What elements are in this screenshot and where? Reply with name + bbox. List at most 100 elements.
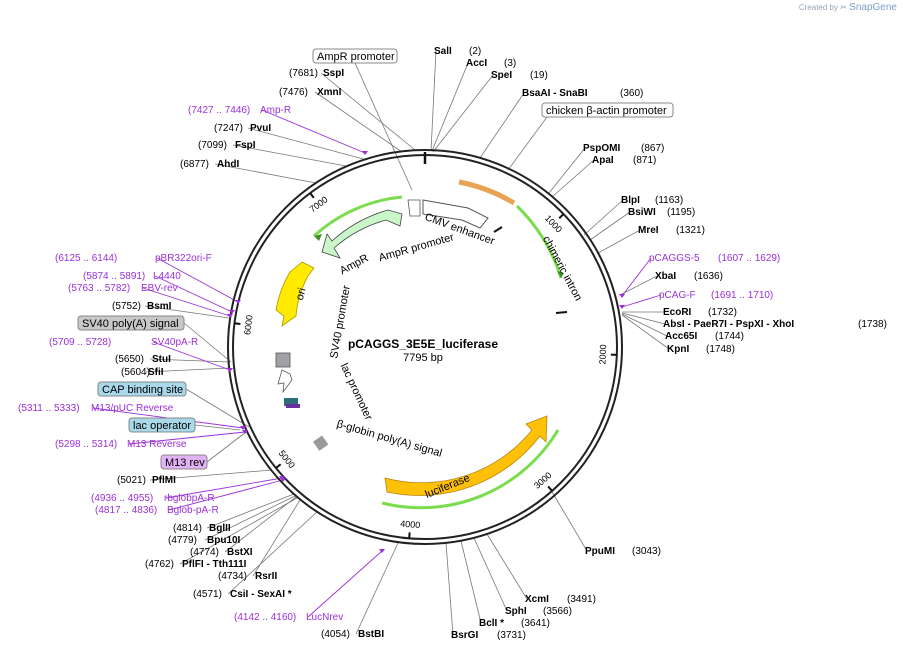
leader-line — [550, 489, 588, 552]
site-acci-position: (3) — [504, 58, 516, 69]
leader-line — [460, 540, 482, 624]
site-ppumi-position: (3043) — [632, 546, 661, 557]
site-fspi-position: (7099) — [198, 140, 227, 151]
primer-pcaggs5-name: pCAGGS-5 — [649, 253, 700, 264]
created-by-text: Created by — [798, 3, 838, 12]
site-fspi-name: FspI — [235, 140, 256, 151]
leader-line — [314, 91, 403, 153]
site-xbai-name: XbaI — [655, 271, 676, 282]
site-bsrgi-position: (3731) — [497, 630, 526, 641]
leader-line — [206, 493, 295, 529]
leader-line — [473, 537, 508, 612]
chimeric-intron-label: chimeric intron — [540, 234, 584, 303]
leader-line — [507, 116, 548, 171]
site-sspi-name: SspI — [323, 68, 344, 79]
site-bstbi-position: (4054) — [321, 629, 350, 640]
sv40-polya-box-label: SV40 poly(A) signal — [82, 318, 179, 330]
site-bpu10i-position: (4779) — [168, 535, 197, 546]
primer-ampr-range: (7427 .. 7446) — [188, 105, 250, 116]
site-ecori-position: (1732) — [708, 307, 737, 318]
ampr-promoter-box-label: AmpR promoter — [317, 51, 395, 63]
leader-line — [486, 533, 528, 600]
ori-label: ori — [294, 287, 309, 302]
leader-line — [589, 211, 631, 241]
site-bsiwi-name: BsiWI — [628, 207, 656, 218]
leader-lines — [92, 50, 670, 636]
ampr-promoter-label: AmpR promoter — [377, 231, 455, 264]
leader-line — [144, 305, 230, 319]
site-sspi-position: (7681) — [289, 68, 318, 79]
leader-line — [479, 92, 525, 159]
site-pvui-position: (7247) — [214, 123, 243, 134]
primer-arrow-icon — [242, 430, 248, 434]
primer-lucnrev-range: (4142 .. 4160) — [234, 612, 296, 623]
primer-arrow-icon — [619, 305, 625, 309]
primer-leader-line — [621, 257, 652, 297]
site-acc65i-position: (1744) — [715, 331, 744, 342]
site-bstxi-name: BstXI — [227, 547, 253, 558]
tick-mark — [547, 485, 553, 492]
site-rsrii-position: (4734) — [218, 571, 247, 582]
lac-operator-box — [286, 404, 300, 408]
site-pvui-name: PvuI — [250, 123, 271, 134]
site-absi-position: (1738) — [858, 319, 887, 330]
site-bcli-position: (3641) — [521, 618, 550, 629]
primer-leader-line — [621, 294, 662, 308]
primer-pcagf-name: pCAG-F — [659, 290, 696, 301]
primer-rbglob-name: rbglobpA-R — [164, 493, 215, 504]
site-kpni-position: (1748) — [706, 344, 735, 355]
leader-line — [206, 431, 247, 463]
site-spei-position: (19) — [530, 70, 548, 81]
site-stui-position: (5650) — [115, 354, 144, 365]
site-sali-position: (2) — [469, 46, 481, 57]
site-bsmi-position: (5752) — [112, 301, 141, 312]
tick-mark — [234, 322, 241, 326]
primer-bglob-name: Bglob-pA-R — [167, 505, 219, 516]
cmv-enhancer-shape — [422, 199, 489, 229]
site-kpni-name: KpnI — [667, 344, 689, 355]
primer-ampr-name: Amp-R — [260, 105, 291, 116]
site-bglii-name: BglII — [209, 523, 231, 534]
tick-mark — [309, 192, 315, 199]
primer-pbr-name: pBR322ori-F — [155, 253, 212, 264]
leader-line — [145, 367, 231, 373]
site-pflmi-name: PflMI — [152, 475, 176, 486]
site-labels: SalI(2)AccI(3)SpeI(19)BsaAI - SnaBI(360)… — [112, 46, 887, 641]
site-pspomi-name: PspOMI — [583, 143, 620, 154]
orange-feature-arc — [458, 179, 516, 206]
site-sphi-position: (3566) — [543, 606, 572, 617]
leader-line — [621, 313, 668, 337]
primer-lucnrev-name: LucNrev — [306, 612, 343, 623]
site-ecori-name: EcoRI — [663, 307, 692, 318]
primer-m13puc-name: M13/pUC Reverse — [91, 403, 174, 414]
site-apai-name: ApaI — [592, 155, 614, 166]
luciferase-outer-arc — [381, 429, 560, 510]
leader-line — [232, 144, 347, 167]
site-xcmi-position: (3491) — [567, 594, 596, 605]
primer-labels: Amp-R(7427 .. 7446)pCAGGS-5(1607 .. 1629… — [18, 105, 780, 623]
site-stui-name: StuI — [152, 354, 171, 365]
primer-leader-line — [165, 477, 283, 499]
primer-m13puc-range: (5311 .. 5333) — [18, 403, 80, 414]
primer-bglob-range: (4817 .. 4836) — [95, 505, 157, 516]
lac-operator-box-label: lac operator — [133, 420, 191, 432]
primer-arrow-icon — [235, 300, 241, 304]
primer-arrow-icon — [227, 368, 233, 372]
tick-label: 6000 — [242, 314, 254, 335]
primer-leader-line — [154, 275, 233, 313]
site-bstbi-name: BstBI — [358, 629, 384, 640]
primer-arrow-icon — [280, 478, 286, 482]
cap-box-label: CAP binding site — [102, 384, 183, 396]
primer-rbglob-range: (4936 .. 4955) — [91, 493, 153, 504]
site-mrei-position: (1321) — [676, 225, 705, 236]
site-acc65i-name: Acc65I — [665, 331, 697, 342]
site-apai-position: (871) — [633, 155, 656, 166]
tick-label: 2000 — [597, 344, 608, 364]
site-bsiwi-position: (1195) — [667, 207, 695, 218]
tick-label: 4000 — [400, 519, 421, 531]
site-bsaai-position: (360) — [620, 88, 643, 99]
leader-line — [583, 199, 624, 236]
site-bsmi-name: BsmI — [147, 301, 172, 312]
leader-line — [247, 127, 368, 161]
